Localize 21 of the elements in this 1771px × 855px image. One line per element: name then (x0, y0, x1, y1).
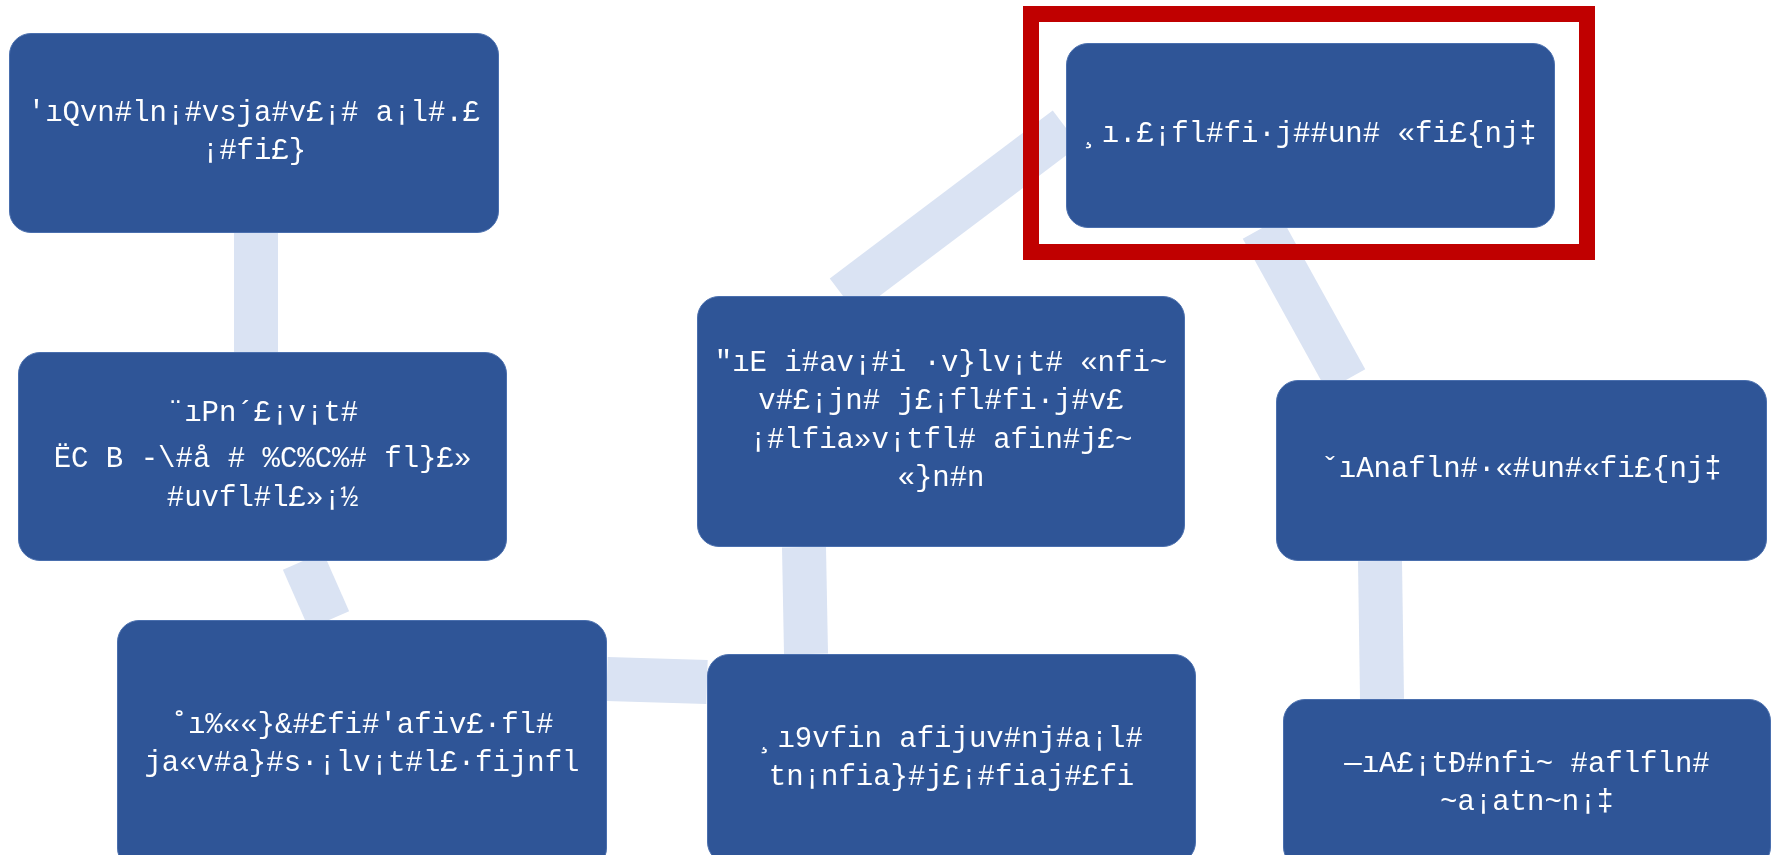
step-text: ˚ı%««}&#£fi#'afiv£·fl# ja«v#a}#s·¡lv¡t#l£·fijnfl (143, 707, 581, 782)
step-box (117, 620, 607, 855)
step-box (1276, 380, 1767, 561)
connector-line (234, 233, 278, 352)
step-text: —ıA£¡tÐ#nfi~ #aflfln# ~a¡atn~n¡‡ (1343, 746, 1711, 821)
step-box (707, 654, 1196, 855)
step-box (1283, 699, 1771, 855)
step-box (1066, 43, 1555, 228)
step-box (697, 296, 1185, 547)
connector-line (606, 657, 708, 704)
step-text: ″ıE i#av¡#i ·v}lv¡t# «nfi~ v#£¡jn# j£¡fl#fi·j#v£¡#lfia»v¡tfl# afin#j£~ «}n#n (713, 345, 1169, 497)
step-text: ˇıAnafln#·«#un#«fi£{nj‡ (1321, 452, 1722, 489)
step-text: ¸ı9vfin afijuv#nj#a¡l# tn¡nfia}#j£¡#fiaj#£fi (759, 721, 1144, 796)
step-text: ¸ı.£¡fl#fi·j##un# «fi£{nj‡ (1084, 117, 1537, 154)
connector-line (782, 546, 828, 655)
step-box (18, 352, 507, 561)
step-text: 'ıQvn#ln¡#vsja#v£¡# a¡l#.£¡#fi£} (26, 95, 482, 170)
step-text: ¨ıPn´£¡v¡t# (166, 396, 359, 433)
step-box (9, 33, 499, 233)
step-text: ËC B -\#å # %C%C%# fl}£» #uvfl#l£»¡½ (52, 442, 473, 517)
connector-line (1358, 560, 1404, 700)
